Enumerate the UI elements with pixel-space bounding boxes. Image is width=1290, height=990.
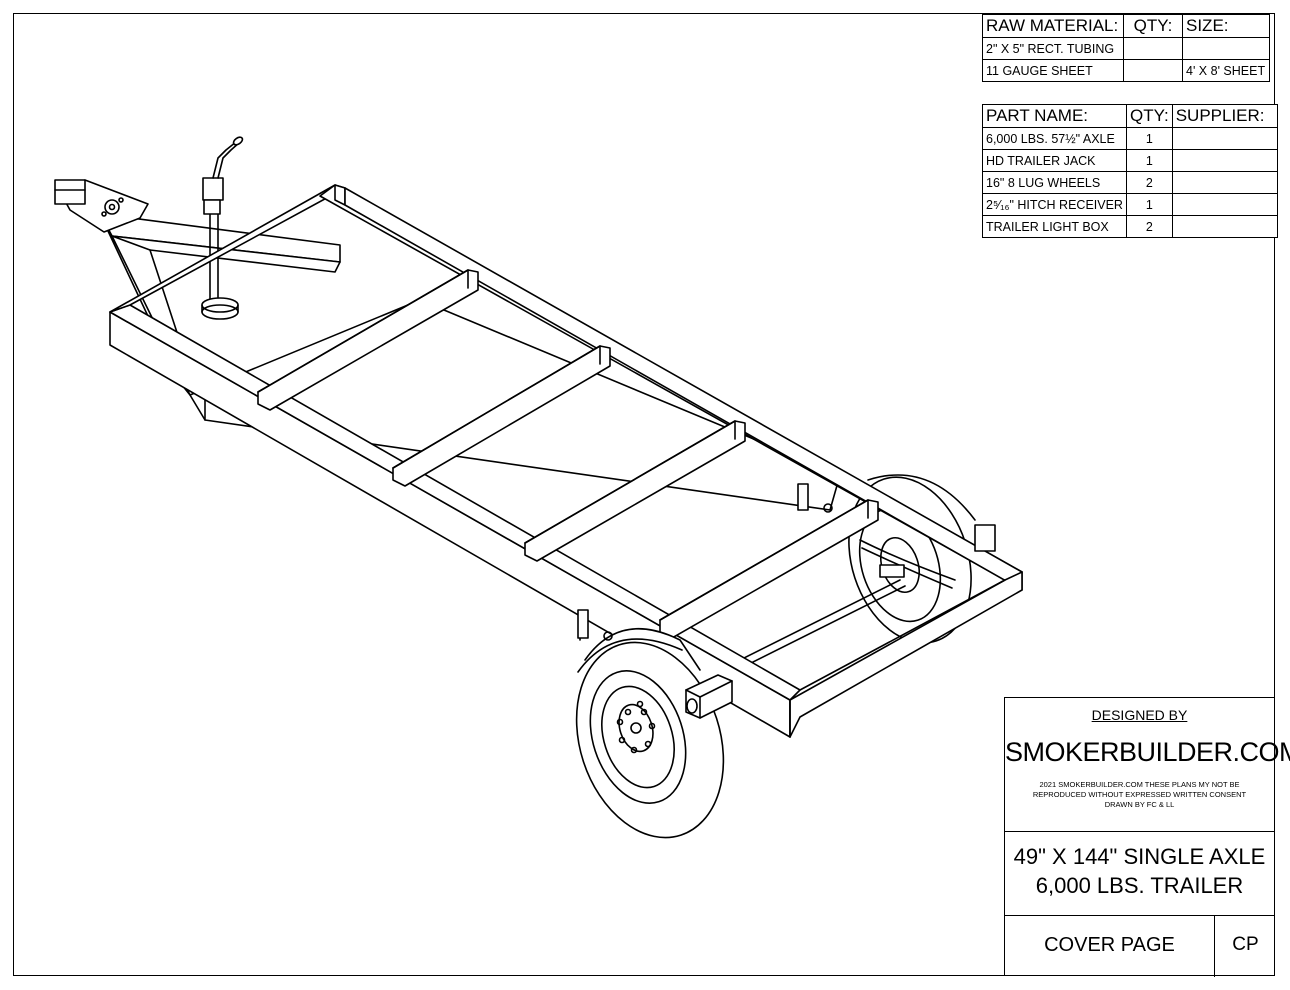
qty-cell: 2 (1125, 215, 1173, 238)
supplier-cell (1171, 171, 1278, 194)
qty-col-header: QTY: (1123, 14, 1183, 38)
qty-cell: 2 (1125, 171, 1173, 194)
qty-cell: 1 (1125, 149, 1173, 172)
table-row: 16" 8 LUG WHEELS 2 (982, 171, 1278, 194)
qty-cell: 1 (1125, 127, 1173, 150)
part-name-cell: HD TRAILER JACK (982, 149, 1127, 172)
table-row: 2" X 5" RECT. TUBING (982, 37, 1270, 60)
lug-nuts (616, 700, 656, 754)
spring-hangers (577, 483, 833, 641)
main-frame (109, 184, 1023, 738)
supplier-cell (1171, 149, 1278, 172)
part-name-cell: 6,000 LBS. 57½" AXLE (982, 127, 1127, 150)
designed-by-label: DESIGNED BY (1091, 707, 1188, 723)
company-name: SMOKERBUILDER.COM (1005, 737, 1290, 767)
designer-section: DESIGNED BY SMOKERBUILDER.COM 2021 SMOKE… (1005, 698, 1290, 832)
table-row: 11 GAUGE SHEET 4' X 8' SHEET (982, 59, 1270, 82)
light-box-near (685, 674, 733, 719)
coupler-hitch (54, 179, 149, 233)
trailer-jack (201, 136, 244, 320)
drawing-title: 49" X 144" SINGLE AXLE 6,000 LBS. TRAILE… (1005, 832, 1274, 916)
supplier-cell (1171, 193, 1278, 216)
table-row: 6,000 LBS. 57½" AXLE 1 (982, 127, 1278, 150)
supplier-cell (1171, 127, 1278, 150)
part-name-col-header: PART NAME: (982, 104, 1127, 128)
page-code: CP (1232, 934, 1259, 955)
parts-table: PART NAME: QTY: SUPPLIER: 6,000 LBS. 57½… (982, 104, 1278, 238)
title-block: DESIGNED BY SMOKERBUILDER.COM 2021 SMOKE… (1004, 697, 1290, 977)
qty-cell (1123, 37, 1183, 60)
material-cell: 11 GAUGE SHEET (982, 59, 1124, 82)
table-row: HD TRAILER JACK 1 (982, 149, 1278, 172)
size-col-header: SIZE: (1182, 14, 1270, 38)
supplier-cell (1171, 215, 1278, 238)
drawing-sheet-border (13, 13, 1275, 976)
copyright-line: 2021 SMOKERBUILDER.COM THESE PLANS MY NO… (1039, 780, 1240, 789)
table-row: TRAILER LIGHT BOX 2 (982, 215, 1278, 238)
qty-col-header: QTY: (1125, 104, 1173, 128)
part-name-cell: 2⁵⁄₁₆" HITCH RECEIVER (982, 193, 1127, 216)
part-name-cell: TRAILER LIGHT BOX (982, 215, 1127, 238)
raw-material-col-header: RAW MATERIAL: (982, 14, 1124, 38)
part-name-cell: 16" 8 LUG WHEELS (982, 171, 1127, 194)
table-row: 2⁵⁄₁₆" HITCH RECEIVER 1 (982, 193, 1278, 216)
copyright-line: REPRODUCED WITHOUT EXPRESSED WRITTEN CON… (1032, 790, 1247, 799)
material-cell: 2" X 5" RECT. TUBING (982, 37, 1124, 60)
leaf-spring-far (859, 524, 996, 589)
raw-material-table: RAW MATERIAL: QTY: SIZE: 2" X 5" RECT. T… (982, 14, 1270, 82)
drawing-title-line: 6,000 LBS. TRAILER (1035, 873, 1244, 898)
size-cell (1182, 37, 1270, 60)
drawing-title-line: 49" X 144" SINGLE AXLE (1013, 844, 1266, 869)
raw-material-header-row: RAW MATERIAL: QTY: SIZE: (982, 14, 1270, 38)
parts-header-row: PART NAME: QTY: SUPPLIER: (982, 104, 1278, 128)
page-name: COVER PAGE (1005, 916, 1215, 977)
copyright-note: 2021 SMOKERBUILDER.COM THESE PLANS MY NO… (1005, 780, 1274, 810)
drawn-by-line: DRAWN BY FC & LL (1104, 800, 1175, 809)
qty-cell: 1 (1125, 193, 1173, 216)
qty-cell (1123, 59, 1183, 82)
cross-members (257, 269, 879, 639)
supplier-col-header: SUPPLIER: (1171, 104, 1278, 128)
size-cell: 4' X 8' SHEET (1182, 59, 1270, 82)
